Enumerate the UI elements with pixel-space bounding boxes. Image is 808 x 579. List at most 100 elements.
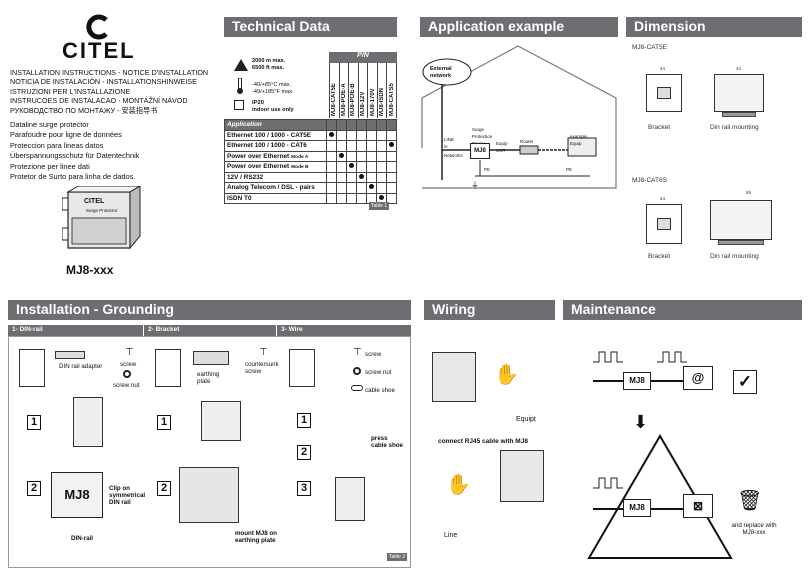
section-title: Technical Data	[232, 18, 330, 34]
description-line: Dataline surge protector	[10, 120, 89, 129]
pn-header: P/N	[329, 52, 397, 63]
installation-panel: DIN rail adapter ⊤ screw screw nut 1 2 M…	[8, 336, 411, 568]
mj8-device: MJ8	[470, 143, 490, 159]
ip-spec: IP20	[252, 100, 264, 106]
din-rail-drawing	[714, 74, 764, 112]
step-number: 1	[157, 415, 171, 430]
mj8-device-drawing	[500, 450, 544, 502]
bracket-drawing	[646, 204, 682, 244]
signal-line	[593, 508, 713, 510]
technical-data-header: Technical Data	[224, 17, 397, 37]
din-mount-drawing	[73, 397, 103, 447]
compatibility-dot	[389, 142, 394, 148]
screw-icon: ⊤	[125, 347, 134, 358]
maintenance-header: Maintenance	[563, 300, 802, 320]
wire-screw-label: screw	[365, 351, 382, 358]
pulse-signal-icon	[593, 351, 687, 363]
cable-shoe-label: cable shoe	[365, 387, 395, 394]
ip-note: indoor use only	[252, 107, 294, 113]
rj45-port-icon	[657, 87, 671, 99]
screw-nut-label: screw nut	[113, 382, 140, 389]
hand-icon: ✋	[494, 364, 519, 386]
description-line: Überspannungsschutz für Datentechnik	[10, 151, 140, 161]
pn-col: MJ8-POE-A	[340, 63, 350, 118]
mj8-rear-view	[155, 349, 181, 387]
wire-mount-drawing	[335, 477, 365, 521]
equip-out-label: Equip OUT	[496, 141, 508, 153]
screw-label: screw	[120, 361, 137, 368]
col-wire: 3- Wire	[277, 325, 411, 336]
din-adapter-icon	[55, 351, 85, 359]
application-label: Analog Telecom / DSL - pairs	[227, 184, 315, 192]
din-rail-base	[718, 240, 764, 245]
dim-value: 44	[660, 66, 666, 71]
application-label: Ethernet 100 / 1000 - CAT6	[227, 142, 307, 150]
step-number: 1	[27, 415, 41, 430]
dim-value: 44	[736, 66, 742, 71]
mj8-device: MJ8	[623, 372, 651, 390]
technical-data-panel: 2000 m max. 6500 ft max. -40/+85°C max. …	[224, 52, 398, 212]
application-suffix: Mode B	[291, 165, 309, 171]
din-label: Din rail mounting	[710, 253, 759, 260]
device-label: Surge Protector	[86, 208, 118, 213]
application-label: Ethernet 100 / 1000 - CAT5E	[227, 131, 312, 139]
bracket-drawing	[646, 74, 682, 112]
application-suffix: Mode A	[291, 154, 309, 160]
indoor-icon	[234, 100, 244, 110]
mj8-rear-view	[19, 349, 45, 387]
external-network-label: External network	[430, 66, 452, 79]
application-header: Application	[224, 119, 327, 131]
compatibility-dot	[339, 152, 344, 158]
mj8-rear-view	[289, 349, 315, 387]
down-arrow-icon: ⬇	[633, 412, 649, 432]
dim-value: 55	[746, 190, 752, 195]
description-line: Parafoudre pour ligne de données	[10, 130, 122, 140]
clip-label: Clip on symmetrical DIN rail	[109, 485, 146, 506]
mount-label: mount MJ8 on earthing plate	[235, 530, 277, 544]
hand-icon: ✋	[446, 474, 471, 496]
step-number: 1	[297, 413, 311, 428]
instruction-line: NOTICIA DE INSTALACIÓN - INSTALLATIONSHI…	[10, 77, 197, 87]
step-number: 2	[157, 481, 171, 496]
router-label: Router	[520, 139, 534, 144]
maintenance-panel: MJ8 @ ✓ ⬇ MJ8 ⊠ 🗑 and replace with MJ8-x…	[563, 322, 802, 570]
application-table: Application Ethernet 100 / 1000 - CAT5E E…	[224, 119, 397, 204]
table-2-label: Table 2	[387, 553, 408, 561]
replace-label: and replace with MJ8-xxx	[731, 522, 777, 536]
description-line: Protetor de Surto para linha de dados.	[10, 172, 136, 182]
col-din-rail: 1- DIN-rail	[8, 325, 143, 336]
citel-logo-icon	[85, 14, 111, 40]
temp-spec-2: -49/+185°F max.	[252, 89, 294, 95]
mj8-device-drawing	[432, 352, 476, 402]
din-rail-base	[722, 112, 756, 117]
press-label: press cable shoe	[371, 435, 403, 449]
ground-icon: ⏚	[471, 181, 479, 190]
cat5e-label: MJ8-CAT5E	[632, 44, 667, 51]
bracket-label: Bracket	[648, 253, 671, 260]
product-name: MJ8-xxx	[66, 263, 114, 277]
screw-nut-icon	[123, 370, 131, 378]
pn-col: MJ8-CATS5	[387, 63, 398, 118]
device-illustration: CITEL Surge Protector	[61, 185, 146, 254]
compatibility-dot	[359, 173, 364, 179]
application-row: Ethernet 100 / 1000 - CAT5E	[224, 129, 397, 141]
pe-label-1: PE	[484, 167, 491, 172]
pn-col: MJ8-POE-B	[349, 63, 359, 118]
device-brand: CITEL	[84, 198, 105, 205]
earthing-plate-drawing	[179, 467, 239, 523]
example-label: example Equip	[570, 134, 588, 146]
earthing-plate-icon	[193, 351, 229, 365]
compatibility-dot	[369, 184, 374, 190]
col-bracket: 2- Bracket	[144, 325, 276, 336]
altitude-spec: 2000 m max. 6500 ft max.	[252, 58, 286, 71]
signal-line	[593, 380, 713, 382]
equipt-label: Equipt	[516, 416, 536, 423]
description-line: Protezione per linee dati	[10, 161, 90, 171]
screw-nut-icon	[353, 367, 361, 375]
line-label: Line	[444, 532, 458, 539]
checkmark-icon: ✓	[733, 370, 757, 394]
bracket-mount-drawing	[201, 401, 241, 441]
pn-col: MJ8-12V	[359, 63, 369, 118]
step-number: 3	[297, 481, 311, 496]
pulse-signal-icon	[593, 477, 623, 489]
